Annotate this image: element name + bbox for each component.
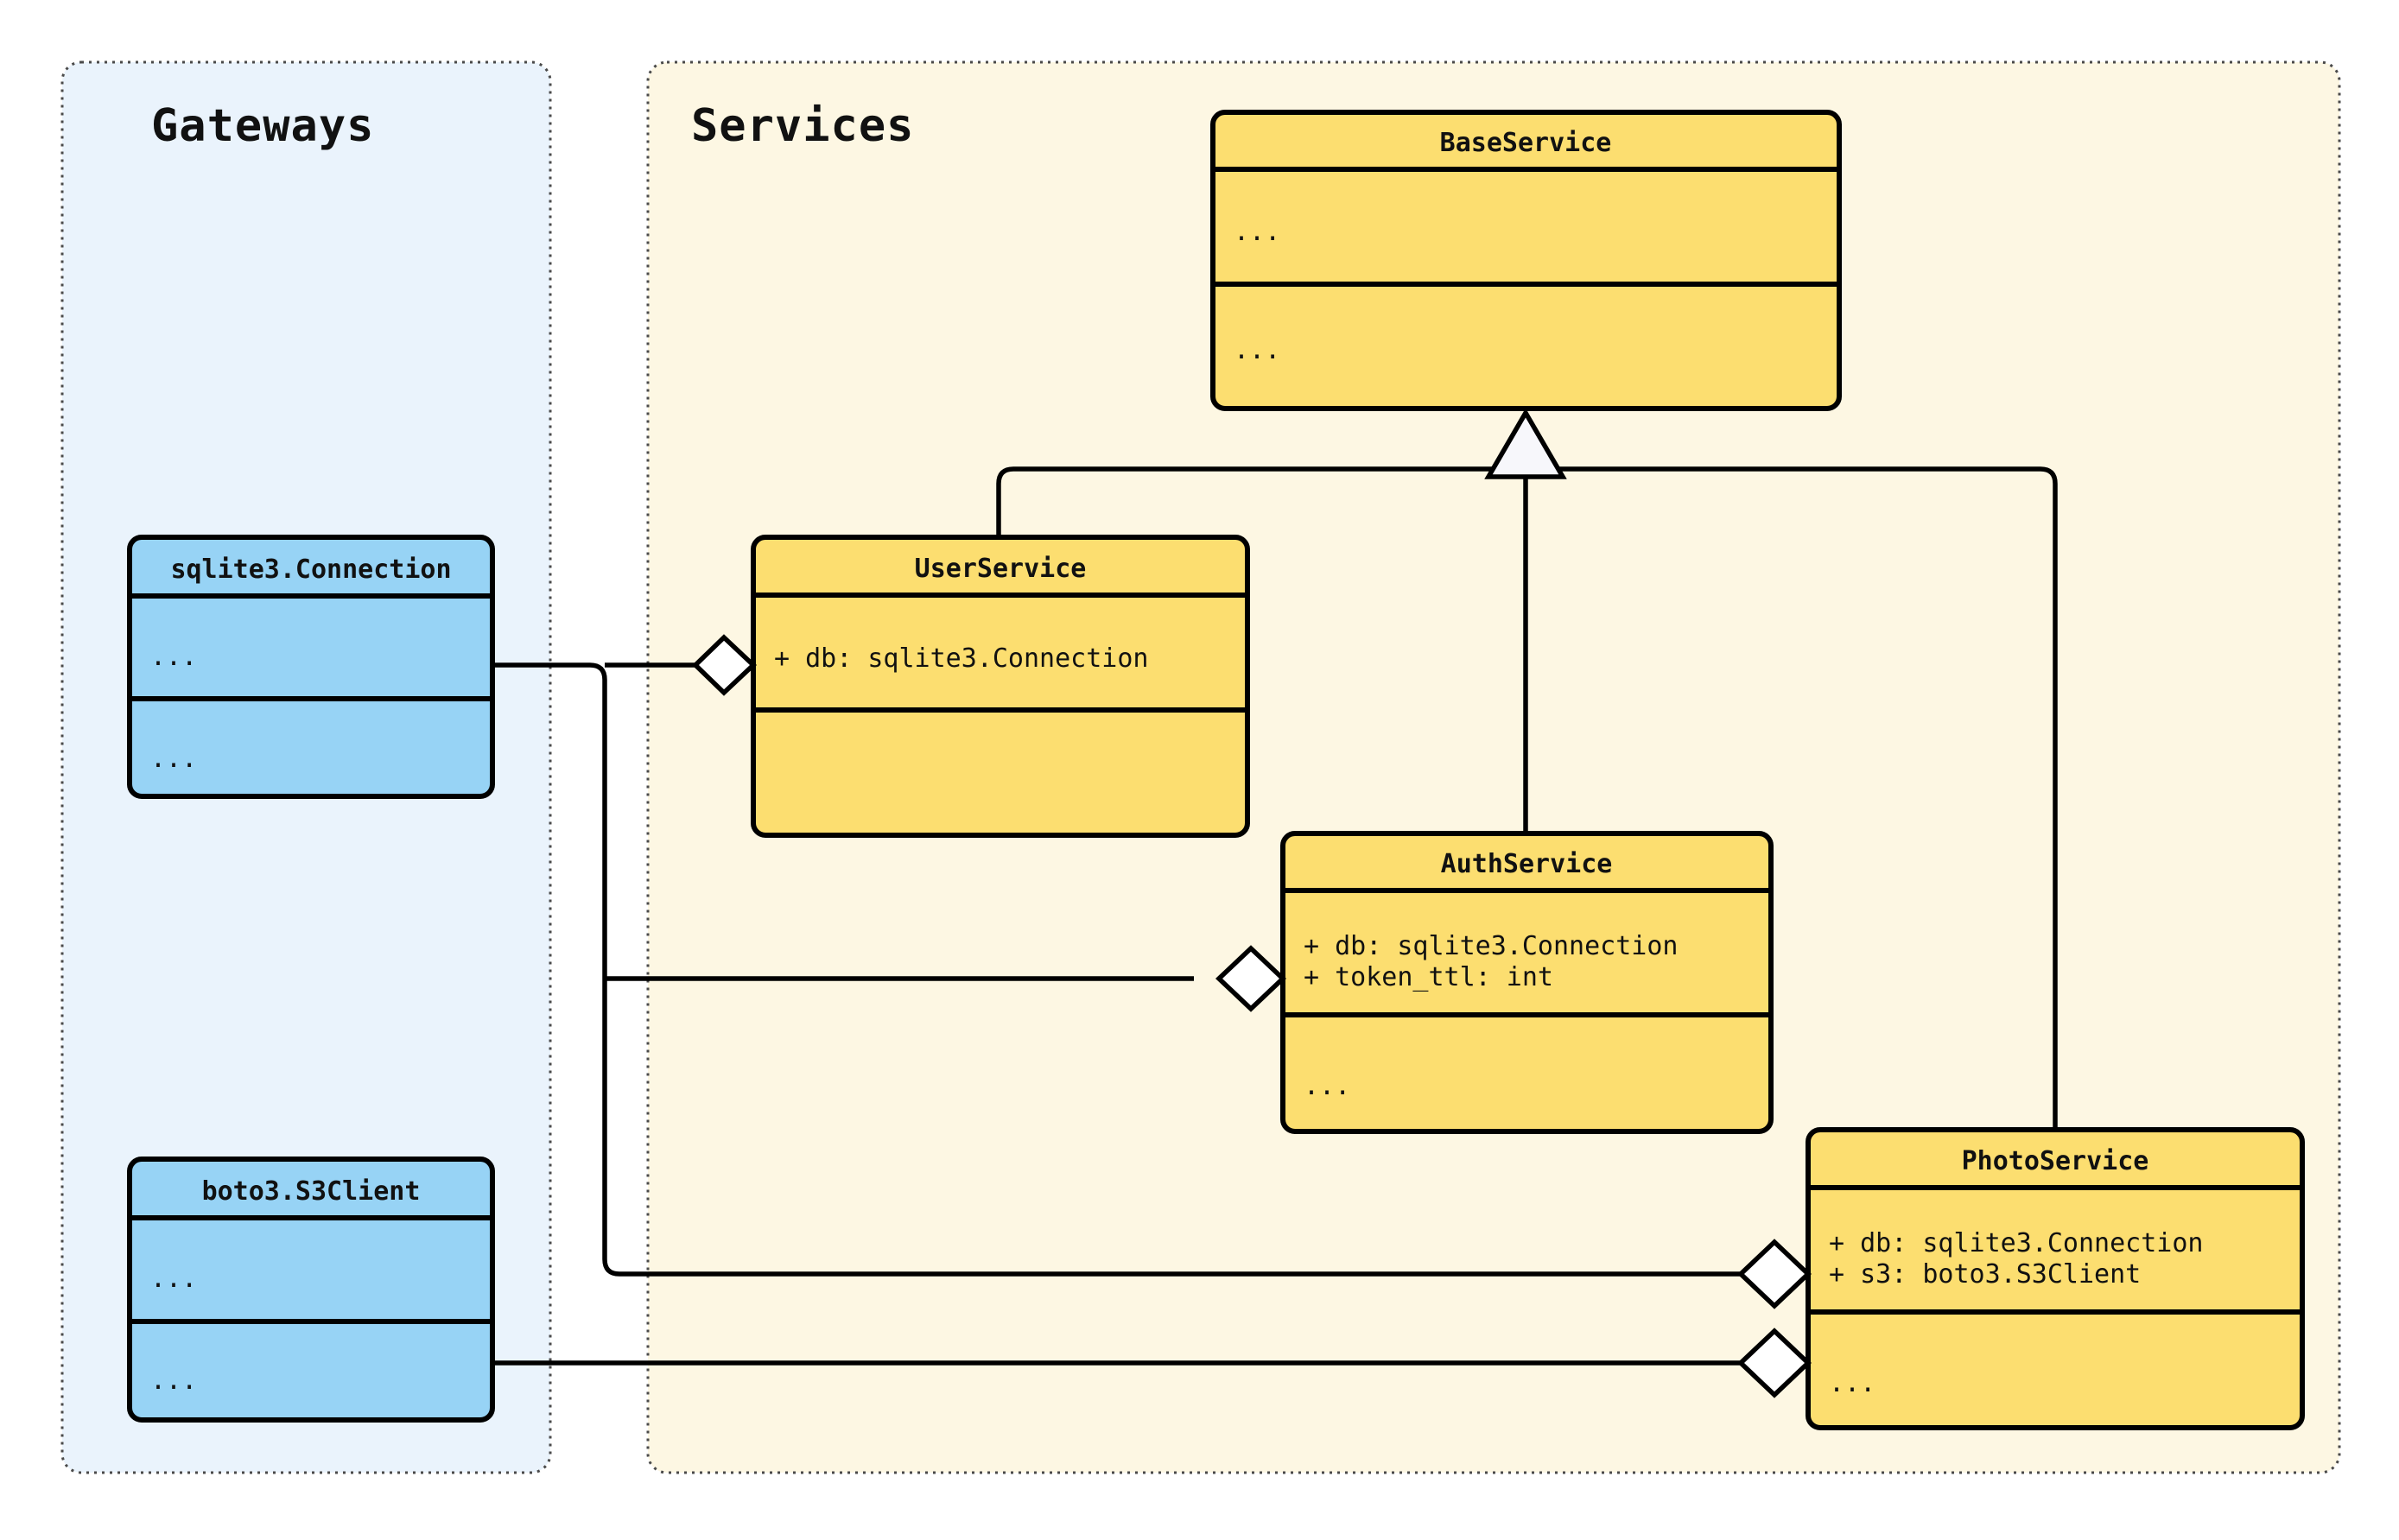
class-photo-service-title: PhotoService xyxy=(1962,1146,2149,1176)
package-gateways-label: Gateways xyxy=(151,100,374,152)
class-boto3-s3client[interactable]: boto3.S3Client ... ... xyxy=(127,1157,495,1423)
class-auth-service-attr-0: + db: sqlite3.Connection xyxy=(1304,931,1678,961)
class-base-service-method-0: ... xyxy=(1234,335,1280,365)
aggregation-edges-sqlite xyxy=(492,662,1740,1277)
edge-user-to-base xyxy=(996,466,1526,548)
class-auth-service-title: AuthService xyxy=(1441,849,1613,879)
package-services: Services xyxy=(646,60,2341,1474)
edge-sqlite-to-photo xyxy=(492,662,1740,1277)
class-boto3-s3client-box[interactable] xyxy=(127,1157,495,1423)
class-sqlite3-connection-title: sqlite3.Connection xyxy=(170,555,451,585)
class-photo-service-box[interactable] xyxy=(1806,1127,2305,1430)
class-base-service-attr-0: ... xyxy=(1234,217,1280,247)
class-auth-service[interactable]: AuthService + db: sqlite3.Connection + t… xyxy=(1280,831,1774,1134)
class-photo-service[interactable]: PhotoService + db: sqlite3.Connection + … xyxy=(1806,1127,2305,1430)
generalization-edges xyxy=(996,408,2058,1131)
class-auth-service-attr-1: + token_ttl: int xyxy=(1304,962,1553,992)
class-boto3-s3client-title: boto3.S3Client xyxy=(202,1176,421,1207)
aggregation-diamond-icon-photo-s3 xyxy=(1737,1328,1812,1398)
class-user-service[interactable]: UserService + db: sqlite3.Connection xyxy=(751,535,1250,838)
class-photo-service-attr-0: + db: sqlite3.Connection xyxy=(1829,1228,2203,1258)
aggregation-diamond-icon-photo-db xyxy=(1737,1239,1812,1309)
class-boto3-s3client-method-0: ... xyxy=(150,1366,197,1396)
class-auth-service-method-0: ... xyxy=(1304,1071,1350,1101)
class-base-service-box[interactable] xyxy=(1210,110,1842,411)
class-sqlite3-connection[interactable]: sqlite3.Connection ... ... xyxy=(127,535,495,799)
class-sqlite3-connection-method-0: ... xyxy=(150,744,197,774)
class-sqlite3-connection-attr-0: ... xyxy=(150,642,197,672)
class-boto3-s3client-attr-0: ... xyxy=(150,1264,197,1294)
aggregation-diamonds xyxy=(692,634,1812,1398)
class-auth-service-box[interactable] xyxy=(1280,831,1774,1134)
package-services-label: Services xyxy=(691,100,914,152)
class-user-service-box[interactable] xyxy=(751,535,1250,838)
class-sqlite3-connection-box[interactable] xyxy=(127,535,495,799)
aggregation-diamond-icon-user xyxy=(692,634,758,696)
edge-photo-to-base xyxy=(1526,466,2058,1131)
class-base-service-title: BaseService xyxy=(1440,128,1612,158)
class-photo-service-method-0: ... xyxy=(1829,1368,1875,1398)
package-services-frame xyxy=(646,60,2341,1474)
class-user-service-title: UserService xyxy=(915,554,1087,584)
class-base-service[interactable]: BaseService ... ... xyxy=(1210,110,1842,411)
aggregation-diamond-icon-auth-db xyxy=(1215,945,1287,1012)
generalization-arrowhead-icon xyxy=(1484,408,1567,479)
class-user-service-attr-0: + db: sqlite3.Connection xyxy=(774,643,1148,674)
class-photo-service-attr-1: + s3: boto3.S3Client xyxy=(1829,1259,2141,1290)
